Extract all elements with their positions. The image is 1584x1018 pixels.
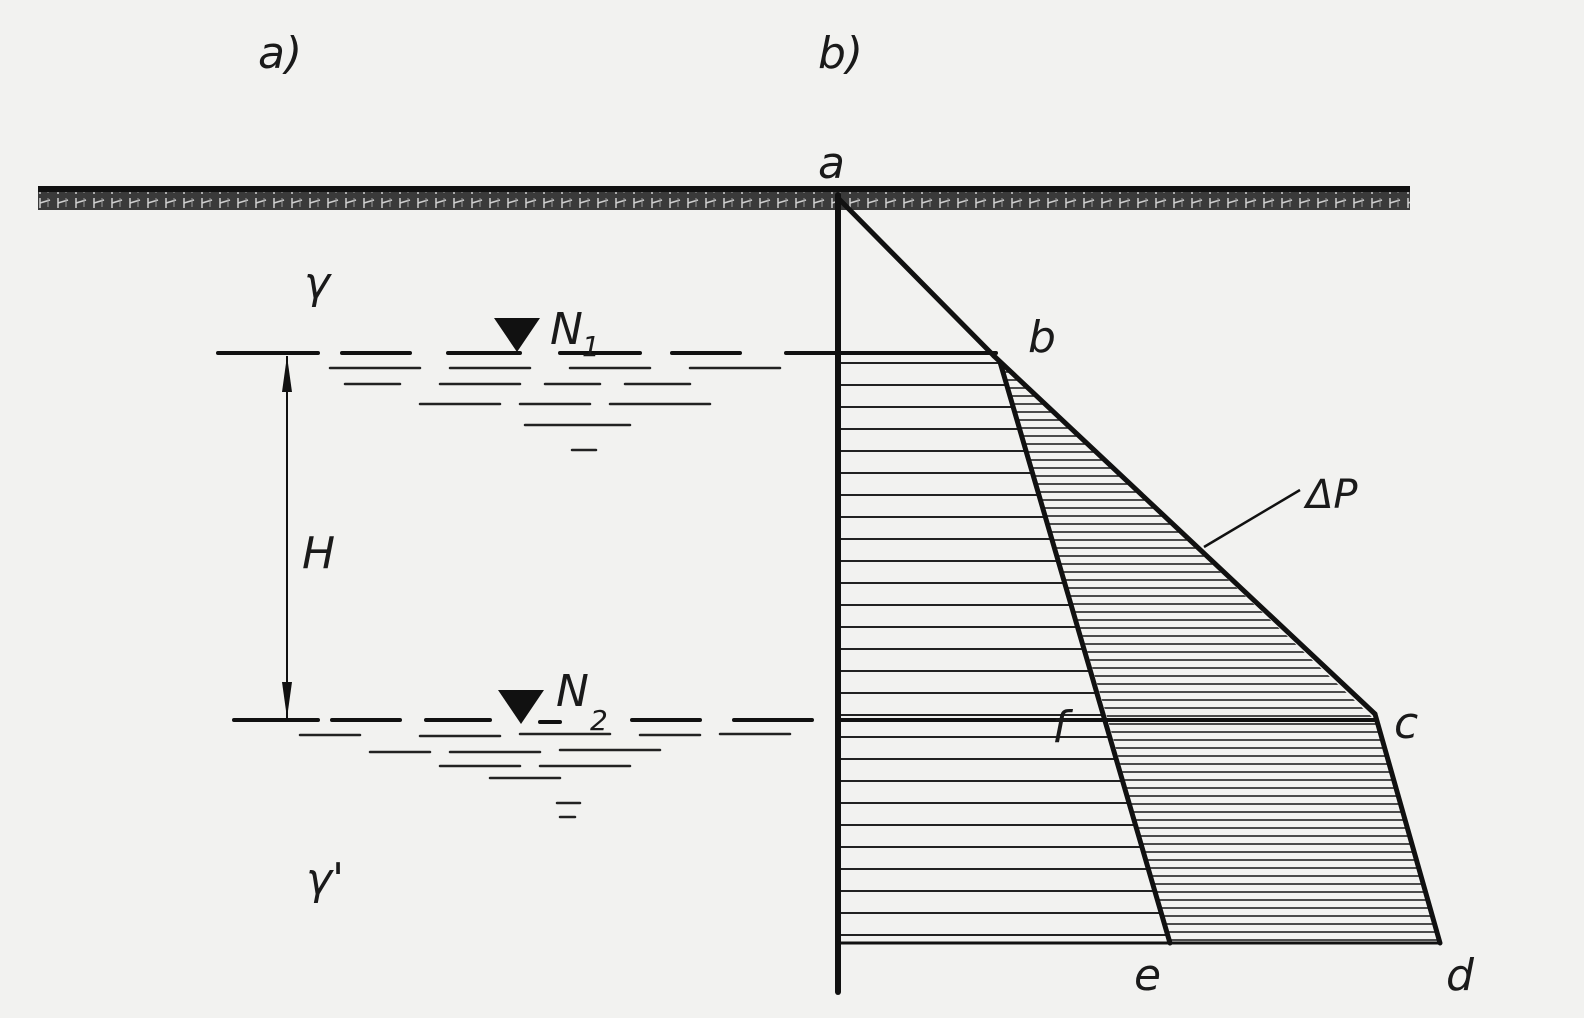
water-surface-n1-dashes — [328, 366, 782, 452]
height-dimension — [282, 356, 292, 718]
unit-weight-above-label: γ — [304, 258, 332, 309]
point-label-b: b — [1028, 312, 1056, 363]
water-level-n1-label: N 1 — [550, 304, 600, 363]
delta-p-area — [994, 356, 1440, 943]
panel-label-b: b) — [818, 28, 863, 79]
height-label: H — [302, 528, 335, 579]
water-surface-n2-dashes — [298, 732, 792, 819]
svg-text:1: 1 — [582, 330, 600, 363]
panel-label-a: a) — [258, 28, 302, 79]
water-pressure-area — [838, 362, 1170, 943]
svg-text:N: N — [550, 304, 583, 355]
point-label-c: c — [1394, 698, 1418, 749]
pressure-outline — [835, 192, 1443, 995]
water-level-n2-line — [232, 718, 814, 724]
unit-weight-below-label: γ' — [306, 854, 344, 905]
point-label-a: a — [818, 138, 845, 189]
ground-surface — [38, 186, 1410, 210]
water-level-triangle-icon — [494, 318, 540, 352]
svg-text:N: N — [556, 666, 589, 717]
point-label-d: d — [1446, 950, 1475, 1001]
delta-p-label: ΔP — [1303, 472, 1358, 518]
point-label-e: e — [1134, 950, 1161, 1001]
delta-p-leader — [1203, 488, 1301, 549]
water-level-triangle-icon — [498, 690, 544, 724]
water-level-n2-label: N 2 — [556, 666, 608, 737]
svg-text:2: 2 — [590, 704, 608, 737]
